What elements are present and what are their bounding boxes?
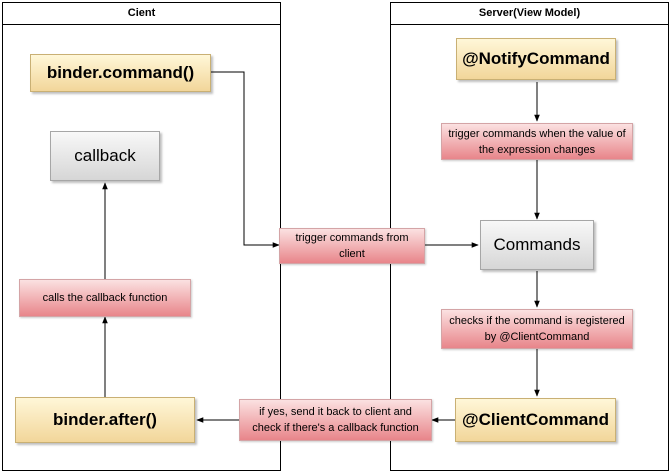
binder-after-node: binder.after() [15, 397, 195, 443]
callback-node: callback [50, 131, 160, 181]
commands-node: Commands [480, 220, 594, 270]
send-back-label: if yes, send it back to client and check… [239, 399, 432, 441]
notify-command-node: @NotifyCommand [456, 38, 616, 80]
client-command-node: @ClientCommand [455, 398, 616, 442]
client-lane-title: Cient [3, 3, 280, 25]
trigger-from-client-label: trigger commands from client [279, 228, 425, 264]
binder-command-node: binder.command() [30, 54, 211, 92]
server-lane-title: Server(View Model) [391, 3, 668, 25]
calls-callback-label: calls the callback function [19, 279, 191, 317]
checks-registered-label: checks if the command is registered by @… [441, 309, 633, 349]
trigger-when-changes-label: trigger commands when the value of the e… [441, 123, 633, 160]
